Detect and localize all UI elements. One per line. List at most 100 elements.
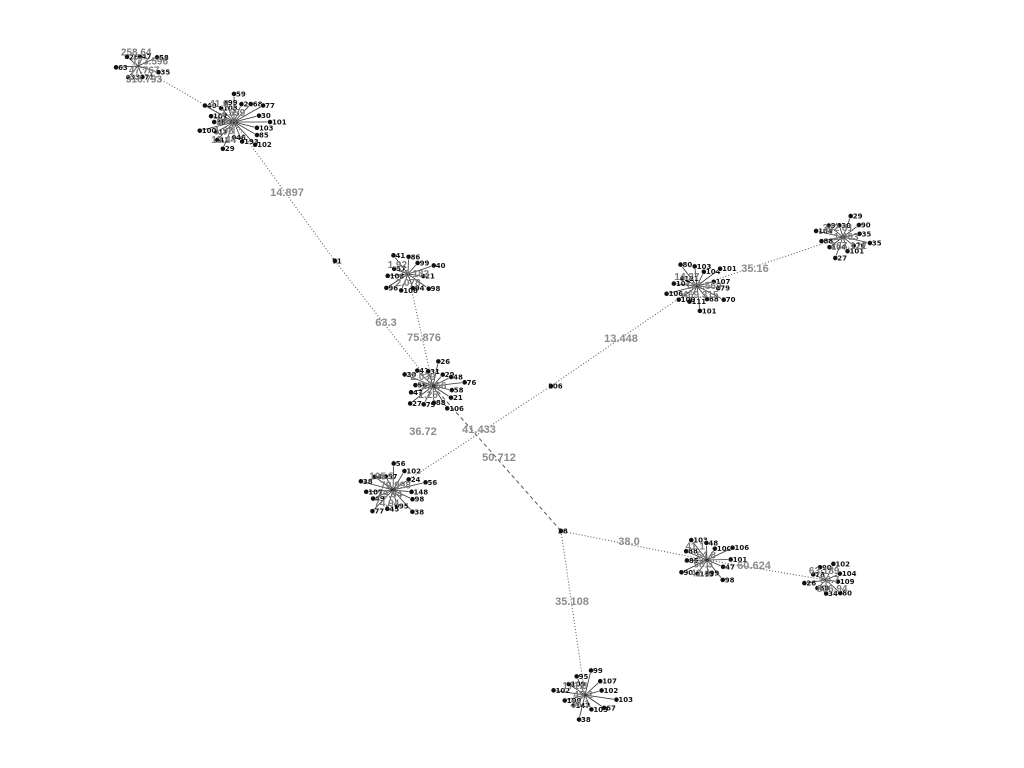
graph-node <box>408 488 415 495</box>
spoke-edge <box>842 236 871 244</box>
node-label: 99 <box>420 259 430 267</box>
cluster-weight-label: 38.1 <box>570 699 590 710</box>
cluster-weight-label: 1.063 <box>834 232 859 243</box>
graph-node <box>260 102 267 109</box>
spoke-edge <box>410 385 434 393</box>
edge-j3-c9 <box>560 530 586 696</box>
node-label: 104 <box>842 570 857 578</box>
cluster-weight-label: 1.92 <box>388 260 408 271</box>
cluster-weight-label: 41.8 <box>209 99 229 110</box>
node-label: 88 <box>709 296 719 304</box>
graph-node <box>588 667 594 674</box>
graph-node <box>573 673 580 680</box>
graph-node <box>561 697 568 704</box>
spoke-edge <box>696 285 719 289</box>
edge-c7-c8 <box>706 559 827 581</box>
graph-node <box>154 54 160 61</box>
node-label: 106 <box>449 405 464 413</box>
node-label: 30 <box>407 371 417 379</box>
spoke-edge <box>681 559 708 573</box>
graph-node <box>405 253 412 260</box>
graph-node <box>254 124 260 131</box>
node-label: 101 <box>702 307 717 315</box>
node-label: 102 <box>835 560 850 568</box>
graph-node <box>700 268 707 275</box>
spoke-edge <box>576 676 586 696</box>
graph-node <box>550 687 557 694</box>
graph-node <box>124 53 130 60</box>
node-label: 101 <box>733 556 748 564</box>
graph-node <box>836 222 843 229</box>
graph-node <box>448 374 455 380</box>
edge-layer <box>137 65 844 696</box>
graph-node <box>384 505 391 512</box>
graph-node <box>219 145 226 152</box>
spoke-edge <box>821 236 844 242</box>
edge-weight-label: 41.433 <box>462 424 496 436</box>
graph-node <box>384 272 391 279</box>
graph-node <box>597 678 604 685</box>
graph-node <box>252 141 259 148</box>
edge-weight-label: 75.876 <box>407 332 441 344</box>
node-label: 111 <box>691 298 706 306</box>
graph-node <box>830 560 837 567</box>
graph-node <box>686 298 693 305</box>
node-label: 98 <box>414 496 424 504</box>
spoke-edge <box>392 470 405 491</box>
node-label: 99 <box>228 99 238 107</box>
cluster-weight-label: 836.94 <box>817 584 848 595</box>
graph-node <box>201 102 208 109</box>
edge-c3-j3 <box>432 385 562 532</box>
spoke-edge <box>204 105 235 123</box>
graph-node <box>155 69 162 76</box>
cluster-c3: 10688792747563041312629487658212.03929.5… <box>401 358 477 413</box>
node-label: 21 <box>425 273 435 281</box>
node-label: 38 <box>363 478 373 486</box>
graph-node <box>570 702 577 709</box>
node-label: 103 <box>697 263 712 271</box>
spoke-edge <box>432 361 439 387</box>
graph-node <box>703 540 710 546</box>
graph-node <box>576 716 582 723</box>
edge-weight-label: 36.72 <box>409 426 437 438</box>
graph-node <box>196 127 203 134</box>
spoke-edge <box>584 680 601 696</box>
edge-weight-label: 50.712 <box>482 452 516 464</box>
spoke-edge <box>386 273 409 289</box>
cluster-weight-label: 74.94 <box>374 499 399 510</box>
node-label: 98 <box>725 576 735 584</box>
node-label: 98 <box>431 285 441 293</box>
graph-node <box>850 242 857 249</box>
cluster-weight-label: 1.98 <box>214 126 234 137</box>
node-label: 38 <box>581 716 591 724</box>
spoke-edge <box>216 121 235 141</box>
cluster-weight-label: 342.81 <box>823 223 854 234</box>
node-label: 106 <box>735 544 750 552</box>
graph-node <box>461 379 468 386</box>
spoke-edge <box>696 285 724 301</box>
spoke-edge <box>584 694 605 709</box>
graph-node <box>239 138 246 145</box>
spoke-edge <box>392 481 426 491</box>
spoke-edge <box>409 385 434 404</box>
spoke-edge <box>392 479 409 491</box>
node-label: 59 <box>236 90 246 98</box>
node-label: 79 <box>426 401 436 409</box>
node-label: 41 <box>219 136 229 144</box>
graph-node <box>719 577 726 583</box>
node-label: 106 <box>669 290 684 298</box>
node-label: 49 <box>375 495 385 503</box>
node-label: 17 <box>218 129 228 137</box>
graph-node <box>267 119 273 125</box>
cluster-weight-label: 41.1 <box>686 542 706 553</box>
graph-node <box>208 113 214 120</box>
node-label: 35 <box>161 69 171 77</box>
node-label: 68 <box>253 101 263 109</box>
node-label: 100 <box>717 545 732 553</box>
node-label: 104 <box>832 244 847 252</box>
cluster-weight-label: 80.7 <box>820 575 840 586</box>
spoke-edge <box>706 547 733 561</box>
node-layer: 1011038510219346294117100381074010399592… <box>113 48 882 724</box>
spoke-edge <box>415 384 434 387</box>
